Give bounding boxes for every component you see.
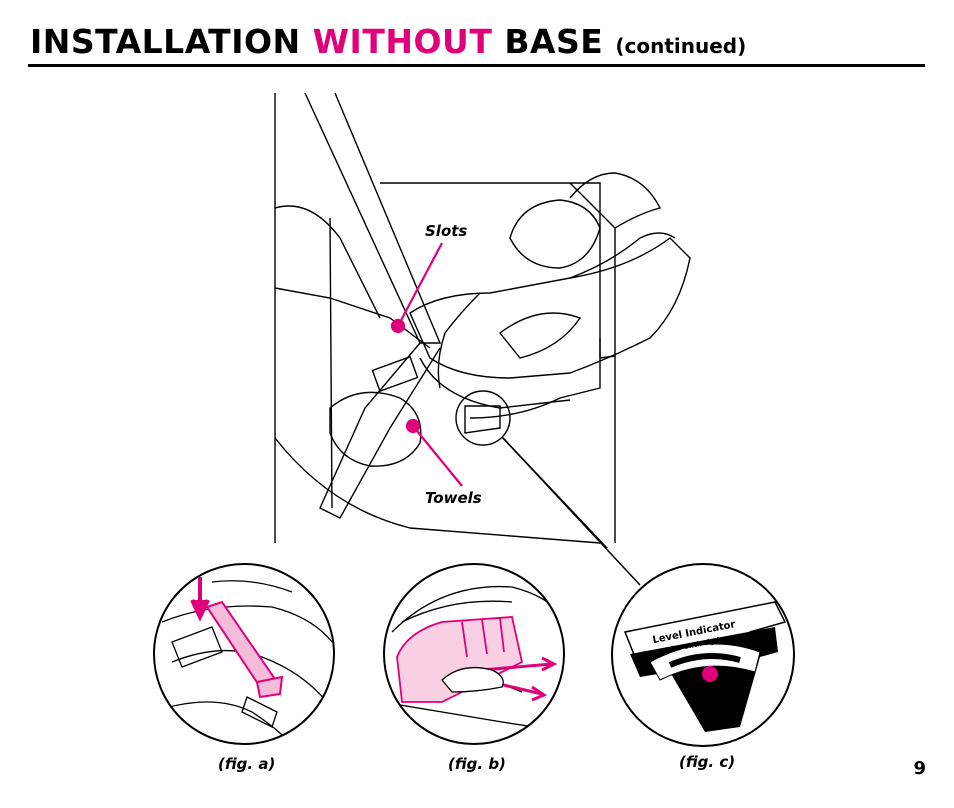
fig-a-caption: (fig. a) xyxy=(218,755,276,773)
fig-b-caption: (fig. b) xyxy=(448,755,506,773)
title-base: BASE xyxy=(504,22,604,61)
fig-a-illustration xyxy=(153,563,335,745)
fig-c-caption: (fig. c) xyxy=(679,753,736,771)
connector-line xyxy=(501,436,641,586)
title-underline xyxy=(28,64,925,67)
title-installation: INSTALLATION xyxy=(30,22,301,61)
callout-towels: Towels xyxy=(425,489,482,507)
title-continued: (continued) xyxy=(615,34,747,58)
page-title: INSTALLATION WITHOUT BASE (continued) xyxy=(30,22,746,61)
title-without: WITHOUT xyxy=(312,22,493,61)
callout-slots: Slots xyxy=(425,222,468,240)
fig-b-illustration xyxy=(383,563,565,745)
page-number: 9 xyxy=(913,758,926,779)
fig-c-illustration: Level Indicator Ball must be entirely in… xyxy=(611,563,795,747)
